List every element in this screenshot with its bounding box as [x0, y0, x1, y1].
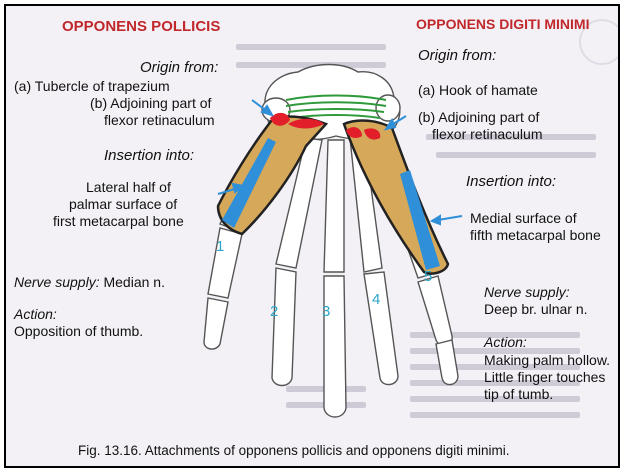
- left-origin-b1: (b) Adjoining part of: [90, 95, 211, 112]
- right-origin-b2: flexor retinaculum: [432, 126, 543, 143]
- digit-number-2: 2: [270, 303, 278, 320]
- left-title: OPPONENS POLLICIS: [62, 18, 220, 35]
- left-insertion-heading: Insertion into:: [104, 147, 194, 164]
- digit-number-1: 1: [216, 238, 224, 255]
- right-origin-heading: Origin from:: [418, 47, 496, 64]
- index-finger: [272, 268, 296, 386]
- right-insertion-2: fifth metacarpal bone: [470, 227, 601, 244]
- left-nerve-label: Nerve supply:: [14, 274, 100, 290]
- right-action-3: tip of tumb.: [484, 386, 553, 403]
- little-finger: [418, 276, 452, 346]
- left-action-value: Opposition of thumb.: [14, 323, 143, 340]
- left-insertion-3: first metacarpal bone: [53, 213, 184, 230]
- left-insertion-1: Lateral half of: [86, 179, 171, 196]
- right-action-2: Little finger touches: [484, 369, 605, 386]
- left-insertion-2: palmar surface of: [69, 196, 177, 213]
- left-nerve-value: Median n.: [103, 274, 164, 290]
- left-origin-b2: flexor retinaculum: [104, 112, 215, 129]
- digit-number-5: 5: [424, 268, 432, 285]
- middle-finger: [324, 276, 346, 417]
- right-action-heading: Action:: [484, 334, 527, 351]
- left-action-heading: Action:: [14, 306, 57, 323]
- right-origin-b1: (b) Adjoining part of: [418, 109, 539, 126]
- left-origin-a: (a) Tubercle of trapezium: [14, 78, 170, 95]
- figure-caption: Fig. 13.16. Attachments of opponens poll…: [78, 443, 510, 458]
- thumb-distal-phalanx: [204, 298, 228, 349]
- metacarpal-3: [324, 140, 344, 272]
- right-title: OPPONENS DIGITI MINIMI: [416, 16, 589, 33]
- ring-finger: [364, 272, 398, 385]
- thumb-proximal-phalanx: [208, 228, 242, 298]
- left-nerve-supply: Nerve supply: Median n.: [14, 274, 165, 291]
- left-origin-heading: Origin from:: [140, 59, 218, 76]
- little-finger-distal: [436, 340, 458, 385]
- figure-frame: 1 2 3 4 5 OPPONENS POLLICIS Origin from:…: [4, 4, 620, 468]
- digit-number-3: 3: [322, 303, 330, 320]
- right-nerve-value: Deep br. ulnar n.: [484, 301, 588, 318]
- right-insertion-1: Medial surface of: [470, 210, 577, 227]
- right-nerve-heading: Nerve supply:: [484, 284, 570, 301]
- right-action-1: Making palm hollow.: [484, 352, 610, 369]
- digit-number-4: 4: [372, 291, 380, 308]
- right-origin-a: (a) Hook of hamate: [418, 82, 538, 99]
- right-insertion-heading: Insertion into:: [466, 173, 556, 190]
